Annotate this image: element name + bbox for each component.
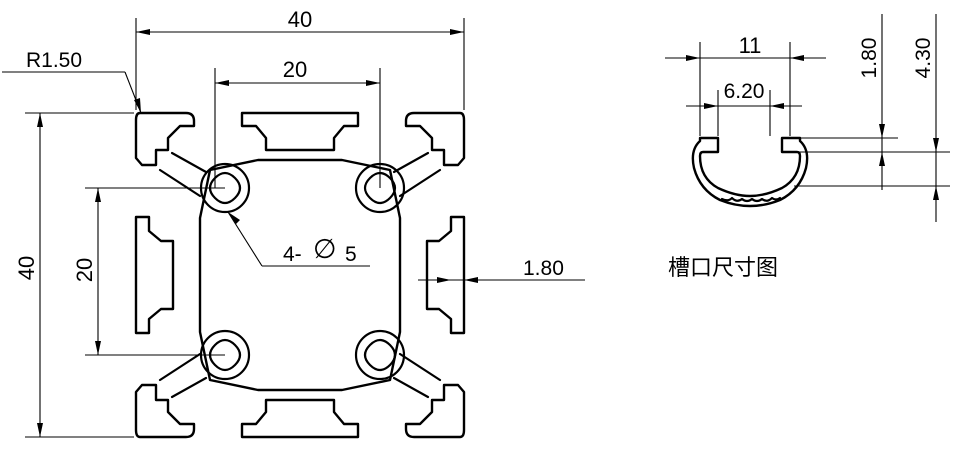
dimension-overall-width [135, 18, 465, 110]
dim-slot-depth-text: 4.30 [912, 38, 935, 79]
dim-hole-symbol-text: ∅ [313, 234, 337, 264]
slot-detail-view [691, 136, 809, 208]
dimension-corner-radius [2, 71, 142, 114]
dimension-overall-height [25, 112, 134, 438]
dim-hole-value-text: 5 [345, 243, 357, 266]
dim-wall-text: 1.80 [523, 257, 564, 280]
dimension-wall-thickness [418, 277, 585, 283]
dimension-slot-width [665, 42, 826, 136]
profile-slot-left [134, 215, 175, 335]
dimension-center-width [214, 68, 381, 188]
slot-detail-bottom-teeth [720, 196, 782, 203]
profile-cross-section [134, 111, 466, 439]
dimension-hole-diameter [227, 211, 370, 267]
dim-center-width-text: 20 [283, 57, 307, 82]
profile-corner-top-right [404, 111, 466, 167]
profile-web-br [392, 352, 442, 399]
profile-web-tl [158, 151, 208, 198]
slot-detail-outline [691, 136, 809, 208]
dim-hole-prefix-text: 4- [283, 243, 302, 266]
profile-core [198, 158, 402, 392]
dim-slot-width-text: 11 [739, 33, 762, 58]
profile-corner-top-left [134, 111, 196, 167]
profile-slot-right [425, 215, 466, 335]
profile-slot-bottom [240, 398, 360, 439]
dimension-center-height [85, 187, 225, 356]
profile-web-tr [392, 151, 442, 198]
dim-slot-opening-text: 6.20 [724, 80, 765, 103]
dim-overall-height-text: 40 [14, 256, 39, 280]
slot-detail-caption: 槽口尺寸图 [668, 256, 778, 281]
dimension-slot-depth [794, 14, 950, 222]
dim-slot-lip-text: 1.80 [858, 38, 881, 79]
screw-hole-bottom-right [354, 329, 406, 381]
dimension-slot-lip [784, 14, 950, 190]
dim-overall-width-text: 40 [288, 7, 312, 32]
profile-corner-bottom-left [134, 383, 196, 439]
dim-center-height-text: 20 [72, 258, 97, 282]
dimension-slot-opening [686, 90, 802, 136]
profile-slot-top [240, 111, 360, 152]
profile-web-bl [158, 352, 208, 399]
profile-corner-bottom-right [404, 383, 466, 439]
dim-corner-radius-text: R1.50 [26, 49, 82, 72]
